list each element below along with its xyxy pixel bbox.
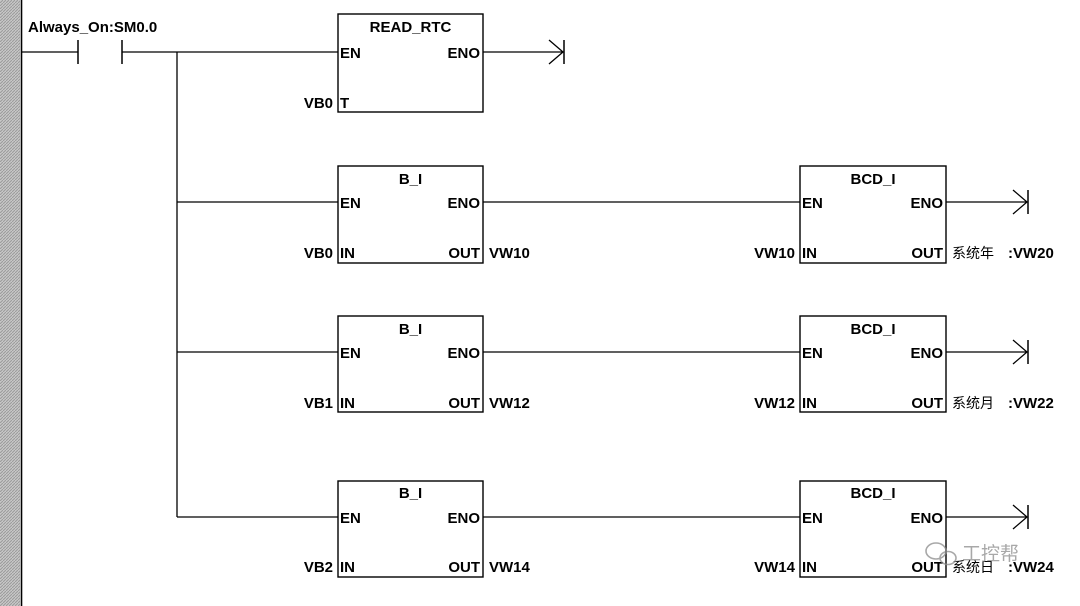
bcd-i-out: OUT <box>911 559 943 576</box>
b-i-out: OUT <box>448 395 480 412</box>
bcd-i-out-operand: :VW20 <box>1008 245 1054 262</box>
read-rtc-block[interactable]: READ_RTC EN ENO T VB0 <box>304 13 565 113</box>
bcd-i-en: EN <box>802 345 823 362</box>
bcd-i-block[interactable]: BCD_I EN ENO IN OUT VW14 系统日 :VW24 <box>754 480 1055 578</box>
bcd-i-out: OUT <box>911 245 943 262</box>
b-i-in: IN <box>340 559 355 576</box>
bcd-i-out-symbol: 系统日 <box>952 560 994 576</box>
bcd-i-title: BCD_I <box>850 321 895 338</box>
read-rtc-t-operand: VB0 <box>304 95 333 112</box>
b-i-in: IN <box>340 245 355 262</box>
bcd-i-in-operand: VW12 <box>754 395 795 412</box>
bcd-i-title: BCD_I <box>850 485 895 502</box>
bcd-i-en: EN <box>802 510 823 527</box>
b-i-out-operand: VW10 <box>489 245 530 262</box>
b-i-block[interactable]: B_I EN ENO IN OUT VB0 VW10 <box>304 165 530 264</box>
b-i-in-operand: VB0 <box>304 245 333 262</box>
rung-2: B_I EN ENO IN OUT VB1 VW12 BCD_I EN ENO … <box>304 315 1054 413</box>
bcd-i-in: IN <box>802 395 817 412</box>
b-i-en: EN <box>340 195 361 212</box>
bcd-i-block[interactable]: BCD_I EN ENO IN OUT VW10 系统年 :VW20 <box>754 165 1054 264</box>
watermark: 工控帮 <box>925 542 1019 566</box>
b-i-block[interactable]: B_I EN ENO IN OUT VB2 VW14 <box>304 480 531 578</box>
b-i-title: B_I <box>399 485 422 502</box>
bcd-i-block[interactable]: BCD_I EN ENO IN OUT VW12 系统月 :VW22 <box>754 315 1054 413</box>
b-i-title: B_I <box>399 321 422 338</box>
bcd-i-eno: ENO <box>910 345 943 362</box>
b-i-in-operand: VB2 <box>304 559 333 576</box>
bcd-i-out-operand: :VW22 <box>1008 395 1054 412</box>
bcd-i-out-symbol: 系统年 <box>952 246 994 262</box>
rung-3: B_I EN ENO IN OUT VB2 VW14 BCD_I EN ENO … <box>304 480 1055 578</box>
contact-always-on[interactable]: Always_On:SM0.0 <box>22 19 338 64</box>
bcd-i-out-symbol: 系统月 <box>952 396 994 412</box>
b-i-in: IN <box>340 395 355 412</box>
bcd-i-out: OUT <box>911 395 943 412</box>
b-i-out: OUT <box>448 559 480 576</box>
read-rtc-title: READ_RTC <box>370 19 452 36</box>
read-rtc-t-pin: T <box>340 95 349 112</box>
wechat-icon <box>925 542 957 566</box>
b-i-eno: ENO <box>447 345 480 362</box>
bcd-i-eno: ENO <box>910 510 943 527</box>
b-i-en: EN <box>340 510 361 527</box>
rung-1: B_I EN ENO IN OUT VB0 VW10 BCD_I EN ENO … <box>304 165 1054 264</box>
watermark-text: 工控帮 <box>962 543 1019 565</box>
b-i-en: EN <box>340 345 361 362</box>
b-i-title: B_I <box>399 171 422 188</box>
bcd-i-in-operand: VW14 <box>754 559 796 576</box>
read-rtc-en: EN <box>340 45 361 62</box>
bcd-i-out-operand: :VW24 <box>1008 559 1055 576</box>
b-i-eno: ENO <box>447 510 480 527</box>
bcd-i-in: IN <box>802 245 817 262</box>
bcd-i-in-operand: VW10 <box>754 245 795 262</box>
bcd-i-eno: ENO <box>910 195 943 212</box>
contact-label: Always_On:SM0.0 <box>28 19 157 36</box>
read-rtc-eno: ENO <box>447 45 480 62</box>
left-margin <box>0 0 20 606</box>
b-i-out-operand: VW14 <box>489 559 531 576</box>
b-i-out-operand: VW12 <box>489 395 530 412</box>
b-i-eno: ENO <box>447 195 480 212</box>
b-i-out: OUT <box>448 245 480 262</box>
bcd-i-title: BCD_I <box>850 171 895 188</box>
b-i-block[interactable]: B_I EN ENO IN OUT VB1 VW12 <box>304 315 530 413</box>
bcd-i-en: EN <box>802 195 823 212</box>
bcd-i-in: IN <box>802 559 817 576</box>
b-i-in-operand: VB1 <box>304 395 333 412</box>
